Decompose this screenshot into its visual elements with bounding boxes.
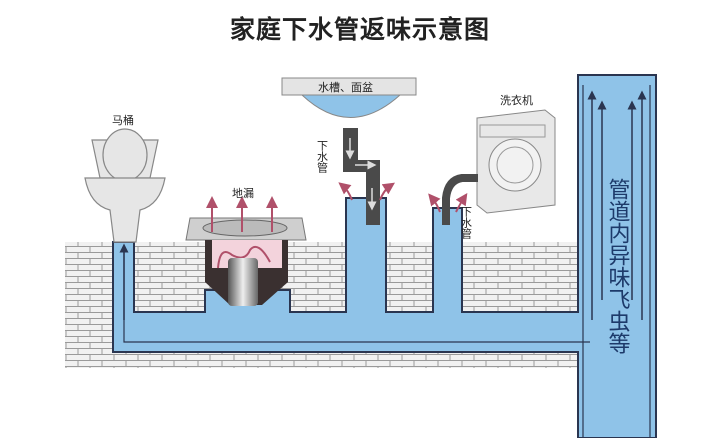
drain-pipe-label-1: 下水管 xyxy=(316,140,329,174)
drain-pipe-label-2: 下水管 xyxy=(460,206,473,240)
floor-drain-label: 地漏 xyxy=(232,187,254,200)
washer-label: 洗衣机 xyxy=(500,93,533,107)
floor-drain xyxy=(185,217,307,306)
toilet xyxy=(84,128,166,243)
main-pipe-note: 管道内异味飞虫等 xyxy=(605,178,631,354)
diagram-title: 家庭下水管返味示意图 xyxy=(229,15,490,44)
sewer-pipe-network xyxy=(112,74,657,438)
sink-label: 水槽、面盆 xyxy=(318,80,373,94)
odor-arrows-sink xyxy=(338,182,395,201)
upward-arrows xyxy=(119,90,647,320)
washing-machine xyxy=(442,109,556,225)
odor-arrows-drain xyxy=(206,196,278,232)
odor-arrows-washer xyxy=(428,193,468,213)
toilet-label: 马桶 xyxy=(112,113,134,127)
